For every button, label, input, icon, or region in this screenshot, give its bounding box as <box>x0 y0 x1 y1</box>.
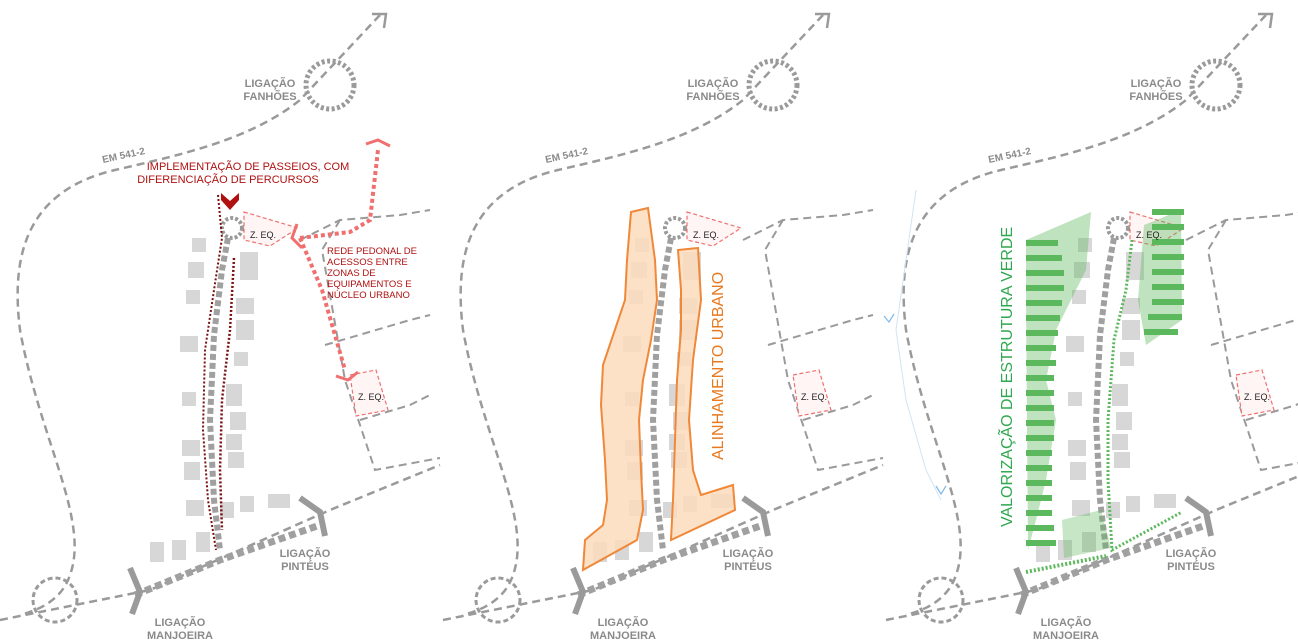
label-manjoeira-line1: LIGAÇÃO <box>598 616 649 629</box>
label-fanhoes-line1: LIGAÇÃO <box>1131 77 1182 90</box>
alignment-zone-west <box>581 206 659 572</box>
green-corridor-path <box>1106 239 1183 553</box>
sidewalk-path-west <box>201 194 224 551</box>
arrow-down-icon <box>883 313 895 324</box>
arrow-down-icon <box>935 485 947 496</box>
sidewalk-path-east <box>218 257 236 531</box>
alignment-zone-east <box>669 246 737 542</box>
road-code-label: EM 541-2 <box>987 146 1032 166</box>
label-manjoeira-line2: MANJOEIRA <box>590 630 656 642</box>
panel-2-basemap <box>443 14 883 622</box>
label-manjoeira-line2: MANJOEIRA <box>147 630 213 642</box>
green-area-south <box>1062 510 1111 558</box>
arrow-left-icon <box>290 223 304 250</box>
panel-2-urban-alignment: LIGAÇÃO FANHÕES EM 541-2 Z. EQ. Z. EQ. A… <box>443 14 883 642</box>
pedestrian-link-south <box>298 237 347 371</box>
equipment-zone-label: Z. EQ. <box>1244 392 1270 402</box>
label-fanhoes-line1: LIGAÇÃO <box>688 77 739 90</box>
panel-1-sidewalks: LIGAÇÃO FANHÕES EM 541-2 IMPLEMENTAÇÃO D… <box>0 14 440 642</box>
pedestrian-note-line4: EQUIPAMENTOS E <box>327 279 412 290</box>
pedestrian-note-line1: REDE PEDONAL DE <box>327 246 417 257</box>
pedestrian-note-line2: ACESSOS ENTRE <box>327 257 408 268</box>
equipment-zone-label: Z. EQ. <box>250 230 276 240</box>
label-fanhoes-line1: LIGAÇÃO <box>245 77 296 90</box>
label-pinteus-line1: LIGAÇÃO <box>723 547 774 560</box>
label-pinteus-line1: LIGAÇÃO <box>1166 547 1217 560</box>
equipment-zone-label: Z. EQ. <box>358 392 384 402</box>
label-fanhoes-line2: FANHÕES <box>686 90 739 103</box>
equipment-zone-label: Z. EQ. <box>693 230 719 240</box>
panel-1-basemap <box>0 14 440 622</box>
pedestrian-link-north <box>299 149 380 240</box>
label-pinteus-line2: PINTÉUS <box>281 560 329 573</box>
arrow-up-icon <box>365 138 391 148</box>
label-pinteus-line1: LIGAÇÃO <box>280 547 331 560</box>
panel-3-green-structure: LIGAÇÃO FANHÕES EM 541-2 Z. EQ. Z. EQ. V… <box>884 14 1298 642</box>
road-code-label: EM 541-2 <box>544 146 589 166</box>
label-pinteus-line2: PINTÉUS <box>1167 560 1215 573</box>
label-pinteus-line2: PINTÉUS <box>724 560 772 573</box>
road-code-label: EM 541-2 <box>101 146 146 166</box>
arrow-down-icon <box>335 370 359 382</box>
alignment-vertical-label: ALINHAMENTO URBANO <box>710 272 727 460</box>
equipment-zone-label: Z. EQ. <box>801 392 827 402</box>
equipment-zone-label: Z. EQ. <box>1136 230 1162 240</box>
label-fanhoes-line2: FANHÕES <box>1129 90 1182 103</box>
label-manjoeira-line1: LIGAÇÃO <box>1041 616 1092 629</box>
chevron-down-icon <box>221 193 239 210</box>
green-stripes-east <box>1144 209 1184 335</box>
label-manjoeira-line1: LIGAÇÃO <box>155 616 206 629</box>
pedestrian-note-line5: NÚCLEO URBANO <box>327 290 410 301</box>
green-stripes-west <box>1026 240 1064 546</box>
label-manjoeira-line2: MANJOEIRA <box>1033 630 1099 642</box>
green-corridor-south <box>1025 554 1107 574</box>
green-structure-vertical-label: VALORIZAÇÃO DE ESTRUTURA VERDE <box>996 227 1016 527</box>
sidewalks-note-line1: IMPLEMENTAÇÃO DE PASSEIOS, COM <box>147 160 350 173</box>
stream-line <box>895 189 942 501</box>
label-fanhoes-line2: FANHÕES <box>243 90 296 103</box>
pedestrian-note-line3: ZONAS DE <box>327 268 376 279</box>
sidewalks-note-line2: DIFERENCIAÇÃO DE PERCURSOS <box>137 173 319 186</box>
